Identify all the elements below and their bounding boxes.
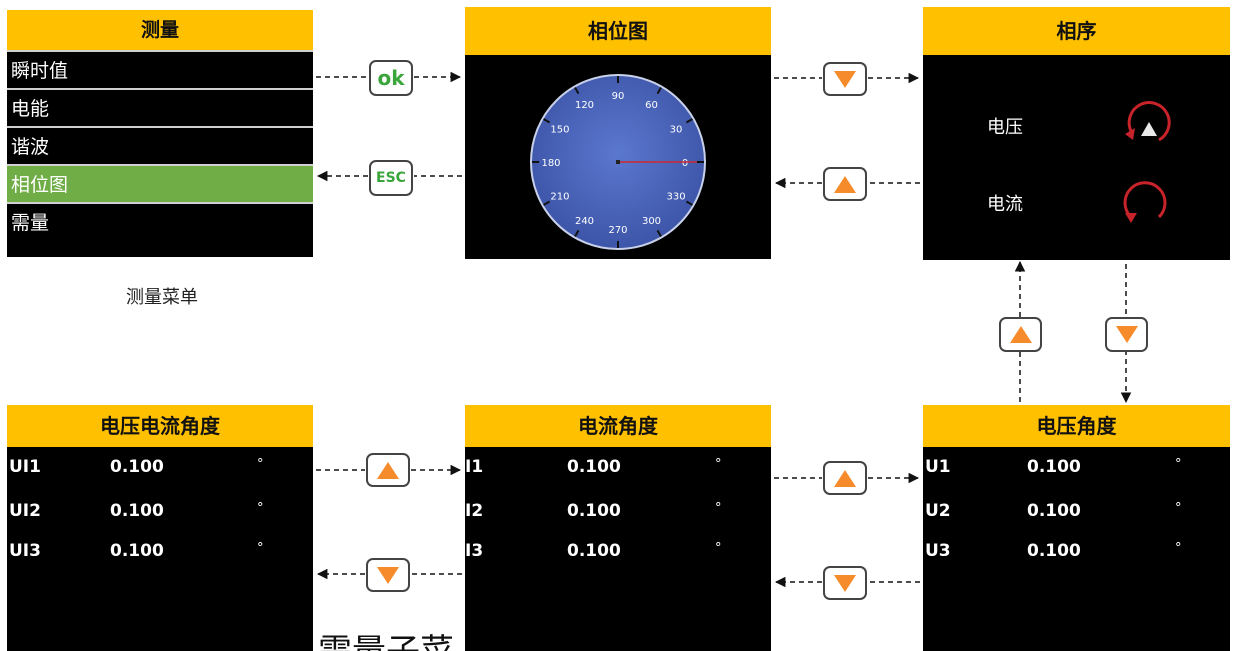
- menu-item-phase-diagram[interactable]: 相位图: [7, 164, 313, 202]
- u-angle-title: 电压角度: [923, 405, 1230, 447]
- dial-label-210: 210: [550, 192, 569, 203]
- up-key-sequence-to-phase[interactable]: [823, 167, 867, 201]
- down-key-phase-to-sequence[interactable]: [823, 62, 867, 96]
- i1-unit: °: [715, 457, 722, 472]
- menu-title: 测量: [7, 10, 313, 50]
- phase-sequence-screen: 相序 电压 电流: [923, 7, 1230, 260]
- esc-key[interactable]: ESC: [369, 160, 413, 196]
- i-angle-title: 电流角度: [465, 405, 771, 447]
- dial-tick-210: [543, 200, 551, 206]
- ui2-unit: °: [257, 501, 264, 516]
- ui2-value: 0.100: [110, 501, 164, 521]
- dial-label-150: 150: [550, 125, 569, 136]
- down-key-sequence-to-uangle[interactable]: [1105, 317, 1148, 352]
- i2-unit: °: [715, 501, 722, 516]
- u1-name: U1: [925, 457, 951, 477]
- dial-tick-30: [685, 118, 693, 124]
- dial-label-0: 0: [682, 158, 688, 169]
- dial-label-300: 300: [642, 216, 661, 227]
- up-key-uangle-to-sequence[interactable]: [999, 317, 1042, 352]
- menu-caption: 测量菜单: [126, 287, 198, 308]
- menu-item-harmonics[interactable]: 谐波: [7, 126, 313, 164]
- dial-tick-240: [574, 229, 580, 237]
- down-arrow-icon: [1115, 326, 1138, 343]
- dial-label-240: 240: [575, 216, 594, 227]
- sequence-title: 相序: [923, 7, 1230, 55]
- esc-key-label: ESC: [376, 170, 406, 186]
- ui-angle-title: 电压电流角度: [7, 405, 313, 447]
- i-angle-screen: 电流角度 I1 0.100 ° I2 0.100 ° I3 0.100 °: [465, 405, 771, 651]
- i1-name: I1: [465, 457, 484, 477]
- dial-label-30: 30: [670, 125, 683, 136]
- measure-menu-screen: 测量 瞬时值 电能 谐波 相位图 需量: [7, 10, 313, 257]
- dial-center: [616, 160, 620, 164]
- menu-item-instantaneous[interactable]: 瞬时值: [7, 50, 313, 88]
- dial-label-270: 270: [608, 225, 627, 236]
- u3-unit: °: [1175, 541, 1182, 556]
- down-arrow-icon: [834, 574, 856, 592]
- up-arrow-icon: [834, 175, 856, 193]
- u2-unit: °: [1175, 501, 1182, 516]
- menu-item-demand[interactable]: 需量: [7, 202, 313, 240]
- i3-name: I3: [465, 541, 484, 561]
- up-arrow-icon: [377, 461, 399, 479]
- down-key-uangle-to-iangle[interactable]: [823, 566, 867, 600]
- current-label: 电流: [987, 194, 1023, 215]
- u1-value: 0.100: [1027, 457, 1081, 477]
- dial-tick-150: [543, 118, 551, 124]
- down-key-iangle-to-uiangle[interactable]: [366, 558, 410, 592]
- ui3-unit: °: [257, 541, 264, 556]
- phase-diagram-title: 相位图: [465, 7, 771, 55]
- ui1-name: UI1: [9, 457, 41, 477]
- i3-value: 0.100: [567, 541, 621, 561]
- ui3-value: 0.100: [110, 541, 164, 561]
- dial-label-120: 120: [575, 100, 594, 111]
- voltage-sequence-icon: [1125, 101, 1171, 142]
- up-arrow-icon: [834, 469, 856, 487]
- dial-label-330: 330: [666, 192, 685, 203]
- ui-angle-screen: 电压电流角度 UI1 0.100 ° UI2 0.100 ° UI3 0.100…: [7, 405, 313, 651]
- dial-tick-300: [656, 229, 662, 237]
- i3-unit: °: [715, 541, 722, 556]
- up-key-uiangle-to-iangle[interactable]: [366, 453, 410, 487]
- u1-unit: °: [1175, 457, 1182, 472]
- ui3-name: UI3: [9, 541, 41, 561]
- ok-key[interactable]: ok: [369, 60, 413, 96]
- ok-key-label: ok: [377, 66, 405, 90]
- u2-name: U2: [925, 501, 951, 521]
- menu-item-energy[interactable]: 电能: [7, 88, 313, 126]
- ui2-name: UI2: [9, 501, 41, 521]
- dial-label-90: 90: [612, 91, 625, 102]
- dial-tick-330: [685, 200, 693, 206]
- down-arrow-icon: [377, 566, 399, 584]
- dial-tick-60: [656, 87, 662, 95]
- demand-submenu-caption-fragment: 需量子菜: [318, 632, 464, 651]
- u2-value: 0.100: [1027, 501, 1081, 521]
- dial-label-60: 60: [645, 100, 658, 111]
- u3-name: U3: [925, 541, 951, 561]
- i1-value: 0.100: [567, 457, 621, 477]
- current-sequence-icon: [1123, 181, 1167, 223]
- i2-value: 0.100: [567, 501, 621, 521]
- up-arrow-icon: [1009, 326, 1032, 343]
- dial-label-180: 180: [541, 158, 560, 169]
- ui1-value: 0.100: [110, 457, 164, 477]
- dial-tick-120: [574, 87, 580, 95]
- up-key-iangle-to-uangle[interactable]: [823, 461, 867, 495]
- ui1-unit: °: [257, 457, 264, 472]
- u3-value: 0.100: [1027, 541, 1081, 561]
- voltage-label: 电压: [987, 117, 1023, 138]
- down-arrow-icon: [834, 70, 856, 88]
- u-angle-screen: 电压角度 U1 0.100 ° U2 0.100 ° U3 0.100 °: [923, 405, 1230, 651]
- i2-name: I2: [465, 501, 484, 521]
